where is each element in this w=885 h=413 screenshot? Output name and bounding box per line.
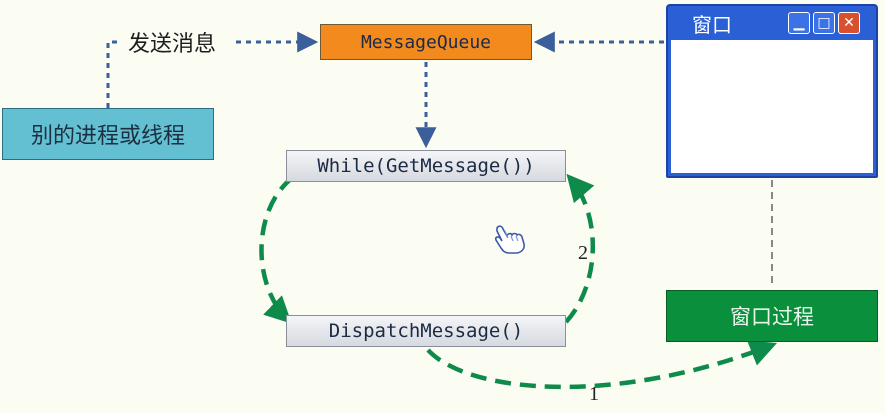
window-title: 窗口 (692, 12, 732, 37)
window-titlebar: 窗口 (668, 6, 876, 40)
loop-right-arrow (564, 173, 595, 324)
message-queue-node: MessageQueue (320, 24, 532, 60)
send-message-connector (106, 40, 122, 108)
hand-cursor-icon (495, 225, 525, 254)
getmessage-loop-node: While(GetMessage()) (286, 150, 566, 182)
window-client-area (671, 40, 873, 173)
step-2-label: 2 (578, 242, 588, 264)
maximize-icon: □ (813, 12, 835, 34)
dispatch-to-procedure-arrow (426, 340, 778, 390)
send-message-label: 发送消息 (126, 26, 219, 58)
minimize-icon: ▁ (788, 12, 810, 34)
window-procedure-node: 窗口过程 (666, 290, 878, 342)
close-icon: ✕ (838, 12, 860, 34)
window-illustration: 窗口 ▁ □ ✕ (666, 4, 878, 178)
step-1-label: 1 (589, 383, 599, 405)
dispatch-message-node: DispatchMessage() (286, 315, 566, 347)
other-process-node: 别的进程或线程 (2, 108, 214, 160)
loop-left-arrow (259, 176, 294, 324)
